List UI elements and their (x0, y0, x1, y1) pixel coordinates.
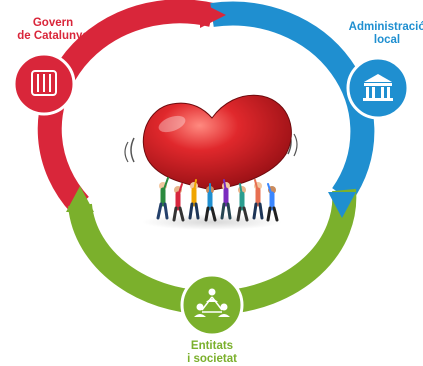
ring-segment-blue (210, 1, 375, 202)
label-entitats-line1: Entitats (190, 340, 234, 352)
label-admin-line2: local (373, 34, 401, 46)
node-govern (12, 52, 76, 116)
catalan-flag-shield-icon (31, 70, 57, 96)
network-of-people-icon (194, 288, 230, 317)
town-hall-building-icon (363, 74, 393, 101)
crowd-figures (156, 177, 279, 222)
label-entitats-line2: i societat (187, 353, 237, 365)
label-govern-line2: de Catalunya (17, 30, 89, 42)
arrow-head-right (328, 192, 356, 218)
people-lifting-heart-illustration (124, 94, 298, 230)
node-administracio (346, 56, 410, 120)
node-entitats (180, 273, 244, 337)
label-administracio-local: Administració local (332, 21, 423, 47)
arrow-head-left (66, 186, 94, 212)
red-heart (142, 94, 292, 191)
label-admin-line1: Administració (348, 21, 423, 33)
label-entitats-i-societat: Entitats i societat (176, 340, 248, 366)
arrow-head-top (200, 2, 226, 28)
label-govern-de-catalunya: Govern de Catalunya (6, 17, 100, 43)
label-govern-line1: Govern (32, 17, 74, 29)
